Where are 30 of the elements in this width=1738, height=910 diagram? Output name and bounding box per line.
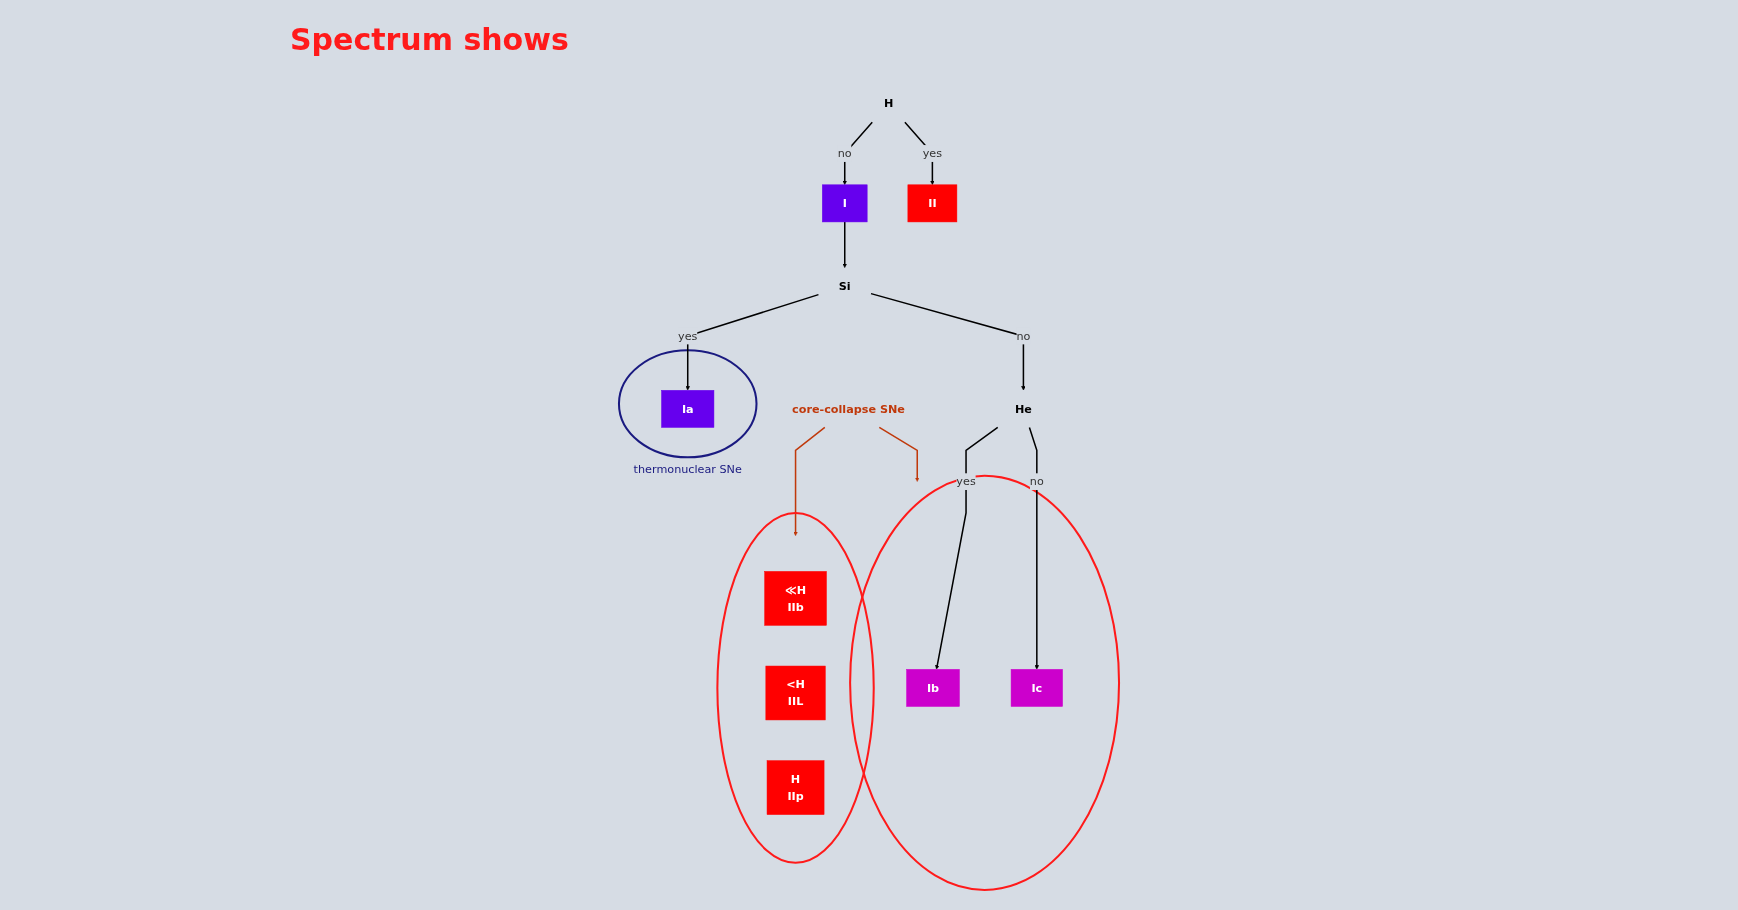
cluster (716, 511, 875, 864)
arrow (1028, 426, 1040, 670)
node-box: H IIp (766, 760, 825, 815)
arrow (935, 426, 999, 670)
node-box: Ic (1010, 669, 1063, 707)
node-text: Si (838, 279, 851, 293)
diagram-title: Spectrum shows (290, 22, 569, 57)
edge-label: no (1016, 329, 1031, 343)
arrow (793, 426, 826, 536)
node-text: He (1014, 402, 1032, 416)
node-label: thermonuclear SNe (633, 462, 742, 476)
node-box: ≪H IIb (764, 571, 827, 626)
arrow (842, 121, 873, 185)
edge-label: no (1029, 475, 1044, 488)
edge-label: no (837, 147, 852, 160)
arrow (842, 221, 847, 268)
edge-label: yes (956, 475, 976, 488)
arrow (878, 426, 920, 482)
node-box: <H IIL (765, 665, 826, 721)
node-text: core-collapse SNe (792, 402, 905, 416)
edge-label: yes (678, 329, 698, 343)
node-box: Ib (906, 669, 960, 707)
node-box: I (822, 184, 868, 223)
arrow (685, 293, 820, 391)
arrow (870, 292, 1026, 391)
edge-label: yes (922, 147, 943, 160)
node-box: II (907, 184, 958, 223)
node-text: H (883, 97, 894, 111)
cluster (617, 349, 758, 459)
node-box: Ia (661, 390, 715, 428)
